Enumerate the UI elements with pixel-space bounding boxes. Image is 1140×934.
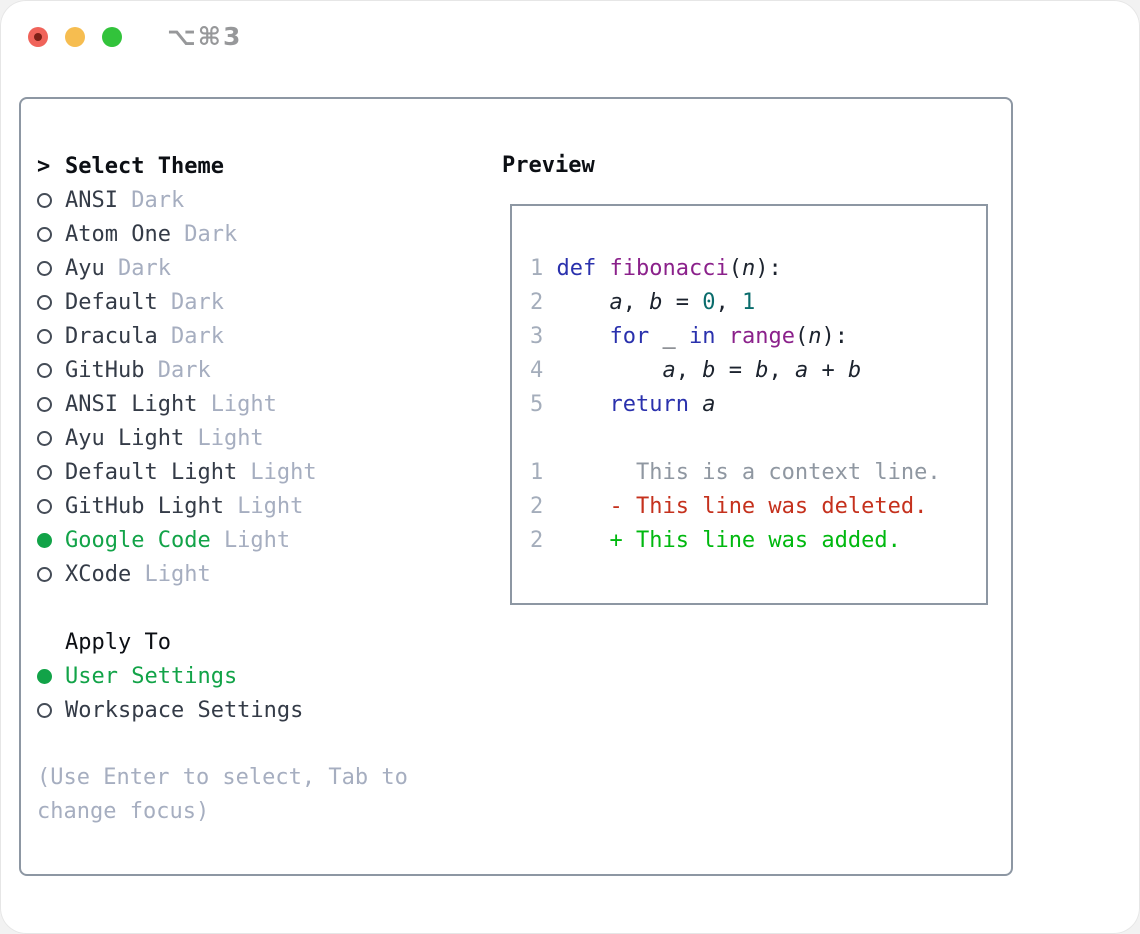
theme-item-label: Atom One: [65, 221, 171, 247]
close-button[interactable]: [28, 27, 48, 47]
theme-item[interactable]: XCode Light: [37, 557, 457, 591]
code-line: 1 def fibonacci(n):: [530, 256, 782, 281]
theme-variant-label: Dark: [117, 255, 171, 281]
radio-icon: [37, 532, 52, 548]
theme-variant-label: Light: [223, 527, 291, 553]
select-theme-header: > Select Theme: [37, 149, 457, 183]
line-number: 4: [530, 358, 557, 383]
line-number: 5: [530, 392, 557, 417]
hint-text: (Use Enter to select, Tab to change focu…: [37, 765, 408, 824]
theme-item-label: ANSI Light: [65, 391, 198, 417]
code-line: 1 This is a context line.: [530, 460, 941, 485]
code-line: 4 a, b = b, a + b: [530, 358, 862, 383]
close-dot-icon: [34, 33, 42, 41]
theme-variant-label: Light: [210, 391, 277, 417]
code-line: 5 return a: [530, 392, 716, 417]
theme-item[interactable]: GitHub Dark: [37, 353, 457, 387]
theme-item[interactable]: ANSI Light Light: [37, 387, 457, 421]
code-line: 2 - This line was deleted.: [530, 494, 928, 519]
theme-item-label: Default: [65, 289, 158, 315]
window-title: ⌥⌘3: [167, 22, 243, 51]
theme-item-label: Ayu Light: [65, 425, 185, 451]
theme-item[interactable]: Default Light Light: [37, 455, 457, 489]
apply-option-label: Workspace Settings: [65, 697, 304, 723]
theme-item-label: GitHub Light: [65, 493, 224, 519]
preview-box: 1 def fibonacci(n): 2 a, b = 0, 1 3 for _ …: [510, 204, 988, 605]
radio-icon: [37, 566, 52, 582]
apply-option[interactable]: User Settings: [37, 659, 457, 693]
theme-item-label: Google Code: [65, 527, 211, 553]
radio-icon: [37, 498, 52, 514]
theme-variant-label: Light: [197, 425, 264, 451]
radio-icon: [37, 702, 52, 718]
radio-icon: [37, 668, 52, 684]
spacer: [37, 591, 457, 625]
radio-icon: [37, 192, 52, 208]
line-number: 2: [530, 290, 557, 315]
radio-icon: [37, 294, 52, 310]
radio-icon: [37, 226, 52, 242]
theme-item[interactable]: Ayu Dark: [37, 251, 457, 285]
code-line: 3 for _ in range(n):: [530, 324, 848, 349]
radio-icon: [37, 260, 52, 276]
theme-item[interactable]: Dracula Dark: [37, 319, 457, 353]
theme-item-label: ANSI: [65, 187, 118, 213]
theme-variant-label: Dark: [157, 357, 211, 383]
theme-item[interactable]: Default Dark: [37, 285, 457, 319]
apply-option[interactable]: Workspace Settings: [37, 693, 457, 727]
code-line: 2 + This line was added.: [530, 528, 901, 553]
theme-variant-label: Dark: [131, 187, 185, 213]
minimize-button[interactable]: [65, 27, 85, 47]
theme-item-label: Dracula: [65, 323, 158, 349]
theme-item[interactable]: Atom One Dark: [37, 217, 457, 251]
theme-variant-label: Dark: [184, 221, 238, 247]
theme-item-label: GitHub: [65, 357, 145, 383]
theme-variant-label: Light: [250, 459, 317, 485]
line-number: 1: [530, 256, 557, 281]
theme-variant-label: Dark: [170, 289, 224, 315]
theme-item[interactable]: Ayu Light Light: [37, 421, 457, 455]
theme-item[interactable]: GitHub Light Light: [37, 489, 457, 523]
menu-title: Select Theme: [65, 153, 224, 179]
theme-item-label: Ayu: [65, 255, 105, 281]
apply-to-title: Apply To: [65, 629, 171, 655]
apply-option-label: User Settings: [65, 663, 238, 689]
apply-to-header: Apply To: [37, 625, 457, 659]
radio-icon: [37, 396, 52, 412]
theme-variant-label: Light: [237, 493, 304, 519]
zoom-button[interactable]: [102, 27, 122, 47]
line-number: 1: [530, 460, 557, 485]
blank-line: [530, 422, 976, 456]
radio-icon: [37, 430, 52, 446]
radio-icon: [37, 464, 52, 480]
preview-title: Preview: [502, 153, 595, 178]
spacer: [37, 727, 457, 761]
prompt-chevron: >: [37, 153, 51, 179]
theme-variant-label: Dark: [170, 323, 224, 349]
code-line: 2 a, b = 0, 1: [530, 290, 756, 315]
theme-variant-label: Light: [144, 561, 211, 587]
theme-item[interactable]: ANSI Dark: [37, 183, 457, 217]
line-number: 2: [530, 494, 557, 519]
theme-item-label: Default Light: [65, 459, 238, 485]
theme-item[interactable]: Google Code Light: [37, 523, 457, 557]
radio-icon: [37, 328, 52, 344]
theme-item-label: XCode: [65, 561, 132, 587]
line-number: 3: [530, 324, 557, 349]
radio-icon: [37, 362, 52, 378]
line-number: 2: [530, 528, 557, 553]
